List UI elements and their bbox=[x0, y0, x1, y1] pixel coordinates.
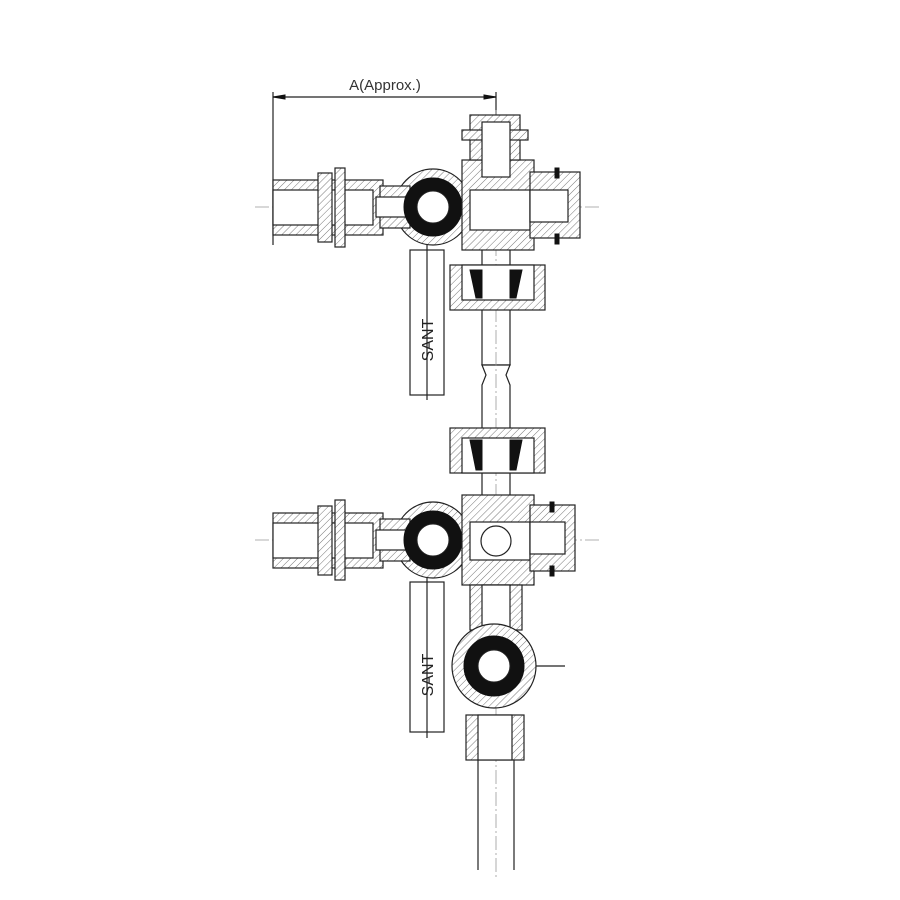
dimension-label: A(Approx.) bbox=[349, 77, 421, 94]
upper-valve: SANT bbox=[255, 114, 600, 400]
drain-valve bbox=[451, 584, 565, 870]
lower-handle-label: SANT bbox=[420, 653, 437, 696]
lower-valve: SANT bbox=[255, 427, 600, 738]
upper-handle-label: SANT bbox=[420, 318, 437, 361]
